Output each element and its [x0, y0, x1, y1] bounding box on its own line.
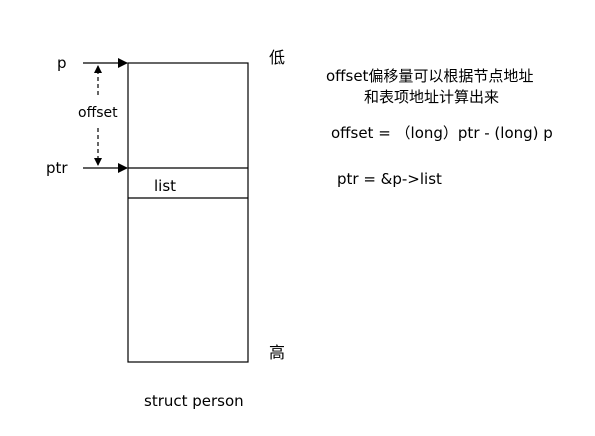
offset-formula: offset = （long）ptr - (long) p: [331, 124, 553, 142]
offset-label: offset: [78, 105, 118, 121]
pointer-ptr-label: ptr: [46, 159, 68, 177]
pointer-p-label: p: [57, 54, 67, 72]
high-address-label: 高: [269, 343, 286, 362]
struct-caption: struct person: [144, 392, 244, 410]
note-line-2: 和表项地址计算出来: [364, 88, 500, 106]
ptr-formula: ptr = &p->list: [337, 170, 442, 188]
struct-person-box: [127, 62, 249, 363]
list-field-label: list: [154, 177, 177, 195]
note-line-1: offset偏移量可以根据节点地址: [326, 67, 534, 85]
low-address-label: 低: [269, 48, 286, 67]
